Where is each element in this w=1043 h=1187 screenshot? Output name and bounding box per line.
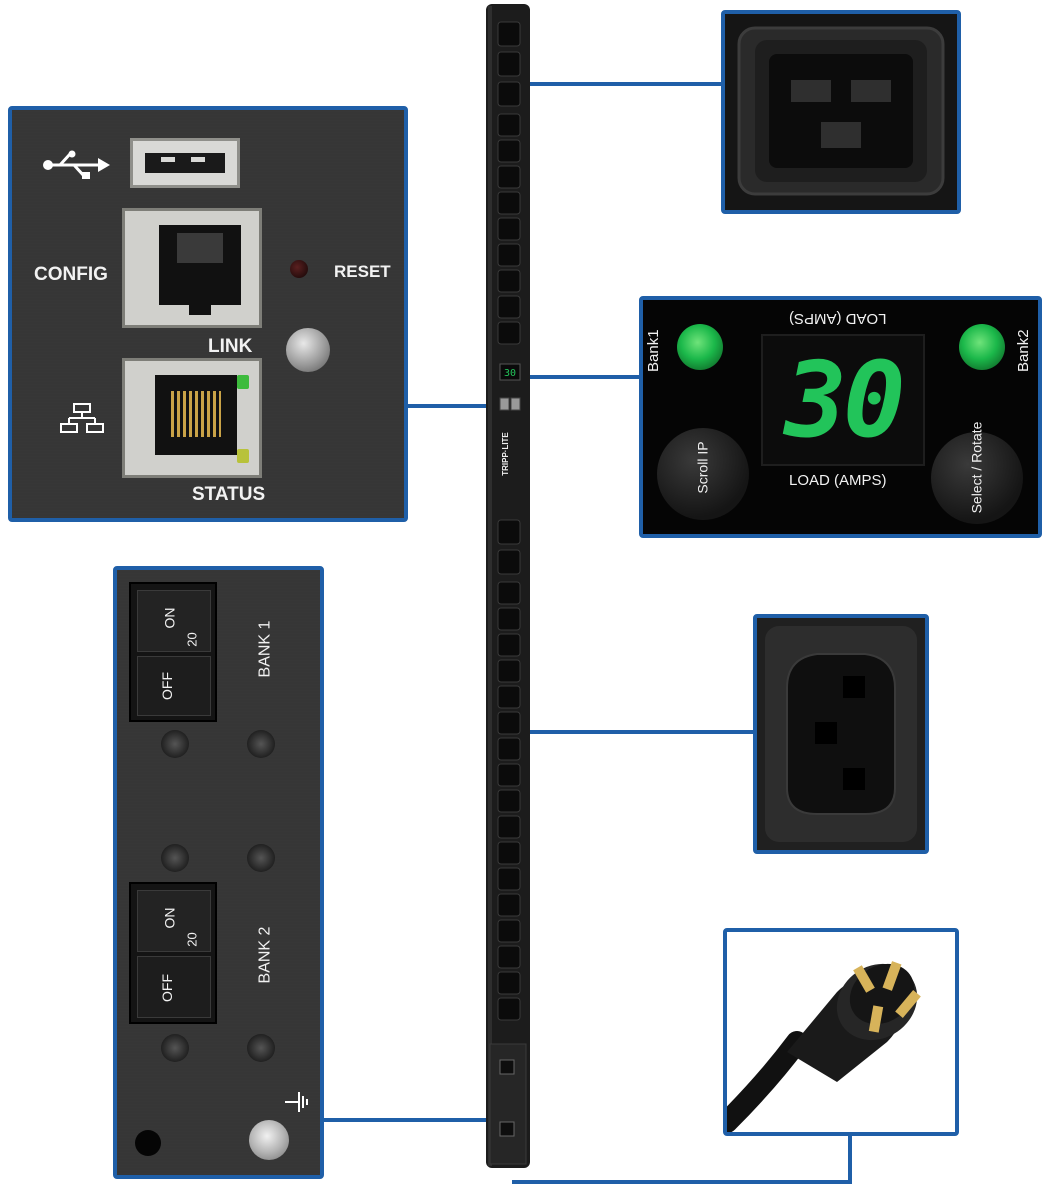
bank1-off-label: OFF	[159, 672, 175, 700]
screw	[247, 730, 275, 758]
scroll-ip-label: Scroll IP	[694, 441, 711, 494]
pdu-outlet	[497, 81, 521, 107]
pdu-mini-display: 30	[504, 368, 516, 379]
pdu-outlet	[497, 763, 521, 787]
twist-lock-plug-image	[727, 932, 955, 1132]
pdu-outlet	[497, 51, 521, 77]
link-label: LINK	[208, 336, 253, 357]
pdu-outlet	[497, 893, 521, 917]
usb-port[interactable]	[130, 138, 240, 188]
pdu-outlet	[497, 549, 521, 575]
config-label: CONFIG	[34, 264, 108, 285]
c13-outlet-panel	[753, 614, 929, 854]
bank2-on-label: ON	[161, 907, 178, 929]
ground-icon	[283, 1088, 309, 1116]
select-rotate-button[interactable]: Select / Rotate	[931, 422, 1023, 524]
breaker-panel: ON 20 OFF BANK 1 ON 20 OFF BANK 2	[113, 566, 324, 1179]
load-label: LOAD (AMPS)	[789, 472, 887, 489]
connector-line-plug-h	[512, 1180, 852, 1184]
bank2-label: BANK 2	[256, 926, 274, 984]
ground-screw	[249, 1120, 289, 1160]
connector-line-c19	[528, 82, 724, 86]
pdu-outlet	[497, 841, 521, 865]
link-status-led	[237, 375, 249, 389]
pdu-outlet	[497, 737, 521, 761]
bank1-on-label: ON	[161, 607, 178, 629]
pdu-outlet	[497, 971, 521, 995]
pdu-body: 30 TRIPP·LITE	[486, 4, 530, 1168]
network-panel: CONFIG RESET LINK STATUS	[8, 106, 408, 522]
activity-led	[237, 449, 249, 463]
reset-label: RESET	[334, 262, 391, 281]
screw	[247, 1034, 275, 1062]
bank2-off-label: OFF	[159, 974, 175, 1002]
pdu-outlet	[497, 581, 521, 605]
pdu-brand: TRIPP·LITE	[501, 432, 510, 476]
bank2-rating: 20	[184, 932, 200, 947]
reset-button[interactable]	[290, 260, 308, 278]
usb-icon	[42, 150, 112, 180]
pdu-outlet	[497, 165, 521, 189]
pdu-outlet	[497, 789, 521, 813]
pdu-strip: 30 TRIPP·LITE	[486, 4, 530, 1168]
display-top-label: LOAD (AMPS)	[789, 310, 887, 327]
connector-line-display	[528, 375, 642, 379]
bank1-breaker-switch[interactable]: ON 20 OFF	[129, 582, 217, 722]
pdu-outlet	[497, 607, 521, 631]
pdu-outlet	[497, 685, 521, 709]
c19-outlet-panel	[721, 10, 961, 214]
load-reading: 30	[784, 339, 905, 461]
plug-panel	[723, 928, 959, 1136]
bank1-label: BANK 1	[256, 620, 274, 678]
pdu-outlet	[497, 295, 521, 319]
connector-line-plug-v	[848, 1132, 852, 1184]
network-icon	[60, 402, 104, 434]
bank2-breaker-switch[interactable]: ON 20 OFF	[129, 882, 217, 1024]
screw	[161, 844, 189, 872]
pdu-outlet	[497, 659, 521, 683]
pdu-outlet	[497, 243, 521, 267]
pdu-outlet	[497, 21, 521, 47]
pdu-outlet	[497, 113, 521, 137]
pdu-outlet	[497, 321, 521, 345]
pdu-outlet	[497, 997, 521, 1021]
select-rotate-label: Select / Rotate	[968, 421, 985, 514]
pdu-outlet	[497, 633, 521, 657]
screw	[247, 844, 275, 872]
pdu-outlet	[497, 519, 521, 545]
link-led	[286, 328, 330, 372]
bank2-label: Bank2	[1015, 329, 1032, 372]
screw	[161, 1034, 189, 1062]
load-display: 30	[761, 334, 925, 466]
pdu-outlet	[497, 919, 521, 943]
pdu-outlet	[497, 867, 521, 891]
bank1-label: Bank1	[645, 329, 662, 372]
screw	[161, 730, 189, 758]
pdu-outlet	[497, 711, 521, 735]
pdu-outlet	[497, 945, 521, 969]
config-port[interactable]	[122, 208, 262, 328]
connector-line-breakers	[320, 1118, 488, 1122]
network-port[interactable]	[122, 358, 262, 478]
pdu-outlet	[497, 217, 521, 241]
bank1-rating: 20	[184, 632, 200, 647]
pdu-outlet	[497, 269, 521, 293]
scroll-ip-button[interactable]: Scroll IP	[657, 428, 749, 520]
bank1-led	[677, 324, 723, 370]
connector-line-c13	[528, 730, 756, 734]
display-panel: LOAD (AMPS) Bank1 Bank2 30 LOAD (AMPS) S…	[639, 296, 1042, 538]
pdu-outlet	[497, 191, 521, 215]
c13-outlet-image	[757, 618, 925, 850]
status-label: STATUS	[192, 484, 266, 505]
mounting-hole	[135, 1130, 161, 1156]
bank2-led	[959, 324, 1005, 370]
pdu-outlet	[497, 139, 521, 163]
pdu-outlet	[497, 815, 521, 839]
connector-line-network	[404, 404, 488, 408]
c19-outlet-image	[725, 14, 957, 210]
